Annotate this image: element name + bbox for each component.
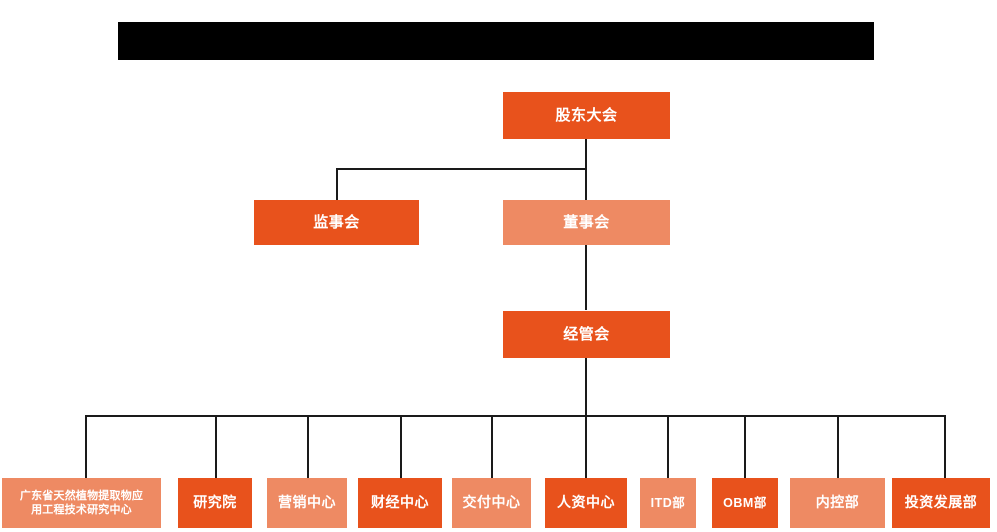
node-obm-dept[interactable]: OBM部	[712, 478, 778, 528]
connector-drop-hr-center	[585, 415, 587, 478]
node-research-institute[interactable]: 研究院	[178, 478, 252, 528]
node-management-label: 经管会	[563, 325, 610, 343]
connector-drop-eng-center	[85, 415, 87, 478]
connector-level2-bus	[336, 168, 586, 170]
connector-drop-supervisors	[336, 168, 338, 200]
node-investment-dev-dept-label: 投资发展部	[904, 494, 978, 511]
node-internal-control-dept-label: 内控部	[815, 494, 860, 511]
node-finance-center-label: 财经中心	[371, 494, 429, 511]
connector-level4-bus	[85, 415, 945, 417]
node-marketing-center-label: 营销中心	[278, 494, 336, 511]
node-eng-center-label: 广东省天然植物提取物应 用工程技术研究中心	[19, 489, 144, 516]
node-delivery-center-label: 交付中心	[462, 494, 521, 511]
node-shareholders-label: 股东大会	[555, 106, 618, 124]
node-itd-dept[interactable]: ITD部	[640, 478, 696, 528]
connector-drop-finance-center	[400, 415, 402, 478]
node-supervisors-label: 监事会	[313, 213, 360, 231]
node-internal-control-dept[interactable]: 内控部	[790, 478, 885, 528]
connector-shareholders-down	[585, 139, 587, 169]
node-eng-center[interactable]: 广东省天然植物提取物应 用工程技术研究中心	[2, 478, 161, 528]
connector-management-down	[585, 358, 587, 416]
connector-drop-research-institute	[215, 415, 217, 478]
node-marketing-center[interactable]: 营销中心	[267, 478, 347, 528]
connector-drop-marketing-center	[307, 415, 309, 478]
node-investment-dev-dept[interactable]: 投资发展部	[892, 478, 990, 528]
node-finance-center[interactable]: 财经中心	[358, 478, 442, 528]
node-hr-center[interactable]: 人资中心	[545, 478, 627, 528]
connector-drop-itd-dept	[667, 415, 669, 478]
connector-drop-internal-control-dept	[837, 415, 839, 478]
node-delivery-center[interactable]: 交付中心	[452, 478, 531, 528]
node-shareholders[interactable]: 股东大会	[503, 92, 670, 139]
node-directors-label: 董事会	[563, 213, 610, 231]
redacted-title-bar	[118, 22, 874, 60]
node-itd-dept-label: ITD部	[650, 496, 686, 510]
node-research-institute-label: 研究院	[193, 494, 237, 511]
node-obm-dept-label: OBM部	[723, 496, 767, 510]
connector-drop-directors	[585, 168, 587, 200]
connector-drop-delivery-center	[491, 415, 493, 478]
connector-directors-management	[585, 245, 587, 310]
node-directors[interactable]: 董事会	[503, 200, 670, 245]
node-management[interactable]: 经管会	[503, 311, 670, 358]
node-hr-center-label: 人资中心	[557, 494, 615, 511]
connector-drop-obm-dept	[744, 415, 746, 478]
connector-drop-investment-dev-dept	[944, 415, 946, 478]
node-supervisors[interactable]: 监事会	[254, 200, 419, 245]
